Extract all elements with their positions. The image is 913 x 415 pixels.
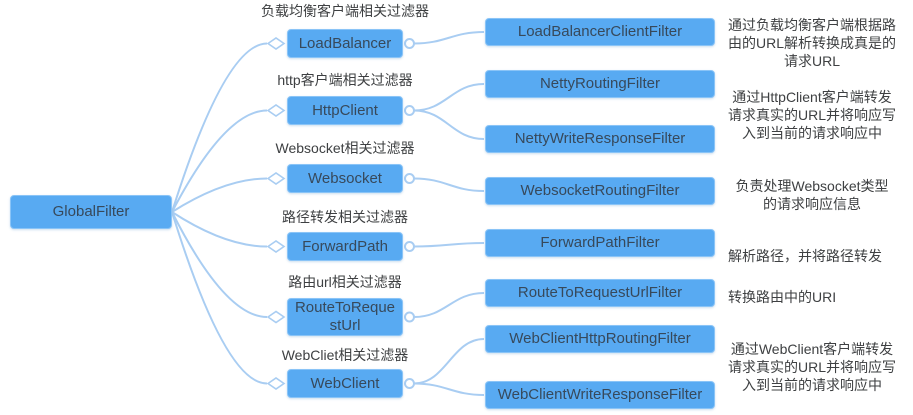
- node-load-balancer[interactable]: LoadBalancer: [287, 29, 403, 58]
- node-web-client[interactable]: WebClient: [287, 369, 403, 398]
- node-route-to-request-url-filter[interactable]: RouteToRequestUrlFilter: [485, 279, 715, 307]
- node-web-client-write-response-filter[interactable]: WebClientWriteResponseFilter: [485, 381, 715, 409]
- node-load-balancer-client-filter[interactable]: LoadBalancerClientFilter: [485, 18, 715, 46]
- description-websocket: 负责处理Websocket类型 的请求响应信息: [714, 177, 910, 213]
- description-httpclient: 通过HttpClient客户端转发 请求真实的URL并将响应写 入到当前的请求响…: [714, 88, 910, 142]
- desc-line: 请求URL: [783, 53, 840, 69]
- category-label-webclient: WebCliet相关过滤器: [281, 347, 409, 363]
- category-label-httpclient: http客户端相关过滤器: [277, 72, 413, 88]
- description-forwardpath: 解析路径，并将路径转发: [728, 247, 882, 265]
- node-forward-path[interactable]: ForwardPath: [287, 232, 403, 261]
- category-label-loadbalancer: 负载均衡客户端相关过滤器: [261, 3, 429, 19]
- description-loadbalancer: 通过负载均衡客户端根据路 由的URL解析转换成真是的 请求URL: [714, 16, 910, 70]
- node-websocket-routing-filter[interactable]: WebsocketRoutingFilter: [485, 177, 715, 205]
- desc-line: 由的URL解析转换成真是的: [727, 35, 896, 51]
- node-netty-write-response-filter[interactable]: NettyWriteResponseFilter: [485, 125, 715, 153]
- diamond-connectors: [266, 37, 286, 390]
- description-webclient: 通过WebClient客户端转发 请求真实的URL并将响应写 入到当前的请求响应…: [714, 340, 910, 394]
- desc-line: 负责处理Websocket类型: [735, 178, 889, 194]
- category-label-routetorequesturl: 路由url相关过滤器: [288, 274, 402, 290]
- desc-line: 请求真实的URL并将响应写: [727, 107, 896, 123]
- node-web-client-http-routing-filter[interactable]: WebClientHttpRoutingFilter: [485, 325, 715, 353]
- child-branch-curves: [413, 31, 485, 396]
- desc-line: 通过负载均衡客户端根据路: [728, 17, 896, 33]
- desc-line: 的请求响应信息: [763, 196, 861, 212]
- node-forward-path-filter[interactable]: ForwardPathFilter: [485, 229, 715, 257]
- root-branch-curves: [171, 42, 268, 385]
- desc-line: 通过WebClient客户端转发: [730, 341, 894, 357]
- node-global-filter[interactable]: GlobalFilter: [10, 195, 172, 229]
- desc-line: 入到当前的请求响应中: [742, 377, 882, 393]
- category-label-forwardpath: 路径转发相关过滤器: [282, 209, 408, 225]
- node-websocket[interactable]: Websocket: [287, 164, 403, 193]
- desc-line: 入到当前的请求响应中: [742, 125, 882, 141]
- category-label-websocket: Websocket相关过滤器: [275, 140, 415, 156]
- desc-line: 解析路径，并将路径转发: [728, 248, 882, 264]
- node-route-to-request-url[interactable]: RouteToRequestUrl: [287, 298, 403, 336]
- ring-connectors: [404, 38, 415, 389]
- desc-line: 转换路由中的URI: [728, 289, 837, 305]
- description-routetorequesturl: 转换路由中的URI: [728, 288, 836, 306]
- node-netty-routing-filter[interactable]: NettyRoutingFilter: [485, 70, 715, 98]
- node-http-client[interactable]: HttpClient: [287, 96, 403, 125]
- desc-line: 通过HttpClient客户端转发: [732, 89, 892, 105]
- desc-line: 请求真实的URL并将响应写: [727, 359, 896, 375]
